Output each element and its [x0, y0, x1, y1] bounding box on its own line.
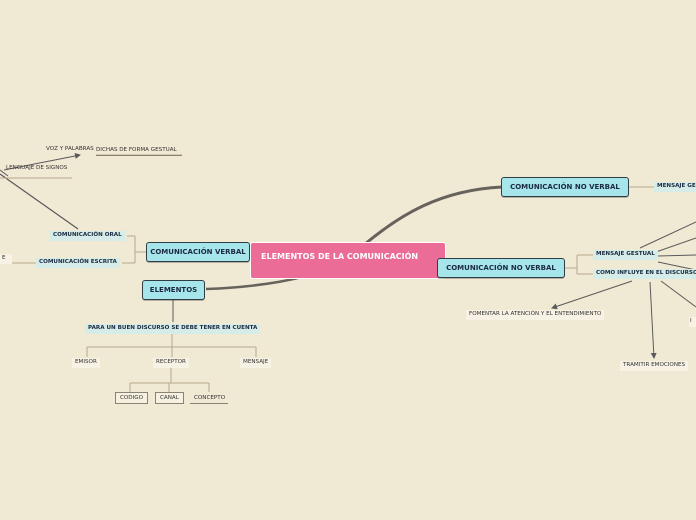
- subtopic-tramitir-emociones[interactable]: TRAMITIR EMOCIONES: [620, 361, 689, 371]
- label-dichas-forma-gestual[interactable]: DICHAS DE FORMA GESTUAL: [96, 146, 182, 156]
- topic-elementos[interactable]: ELEMENTOS: [142, 280, 205, 300]
- central-topic[interactable]: ELEMENTOS DE LA COMUNICACIÓN: [250, 242, 446, 279]
- topic-comunicacion-no-verbal-mid[interactable]: COMUNICACIÓN NO VERBAL: [437, 258, 565, 278]
- topic-comunicacion-no-verbal-top[interactable]: COMUNICACIÓN NO VERBAL: [501, 177, 629, 197]
- subtopic-cut-right[interactable]: I: [689, 317, 696, 327]
- subtopic-canal[interactable]: CANAL: [155, 392, 184, 404]
- topic-comunicacion-verbal[interactable]: COMUNICACIÓN VERBAL: [146, 242, 250, 262]
- subtopic-mensaje[interactable]: MENSAJE: [240, 358, 272, 368]
- subtopic-fomentar-atencion[interactable]: FOMENTAR LA ATENCIÓN Y EL ENTENDIMIENTO: [466, 310, 605, 320]
- subtopic-comunicacion-oral[interactable]: COMUNICACIÓN ORAL: [50, 231, 125, 241]
- subtopic-para-un-buen-discurso[interactable]: PARA UN BUEN DISCURSO SE DEBE TENER EN C…: [85, 324, 261, 334]
- label-voz-y-palabras[interactable]: VOZ Y PALABRAS: [46, 146, 94, 152]
- subtopic-codigo[interactable]: CODIGO: [115, 392, 149, 404]
- subtopic-concepto[interactable]: CONCEPTO: [190, 394, 228, 404]
- subtopic-receptor[interactable]: RECEPTOR: [153, 358, 189, 368]
- subtopic-emisor[interactable]: EMISOR: [72, 358, 100, 368]
- subtopic-cut-left[interactable]: E: [0, 254, 12, 264]
- subtopic-como-influye[interactable]: COMO INFLUYE EN EL DISCURSO: [593, 269, 696, 279]
- subtopic-comunicacion-escrita[interactable]: COMUNICACIÓN ESCRITA: [36, 258, 120, 268]
- subtopic-mensaje-gestual-cut[interactable]: MENSAJE GES: [654, 182, 696, 192]
- subtopic-mensaje-gestual[interactable]: MENSAJE GESTUAL: [593, 250, 658, 260]
- label-lenguaje-de-signos[interactable]: LENGUAJE DE SIGNOS: [6, 165, 68, 171]
